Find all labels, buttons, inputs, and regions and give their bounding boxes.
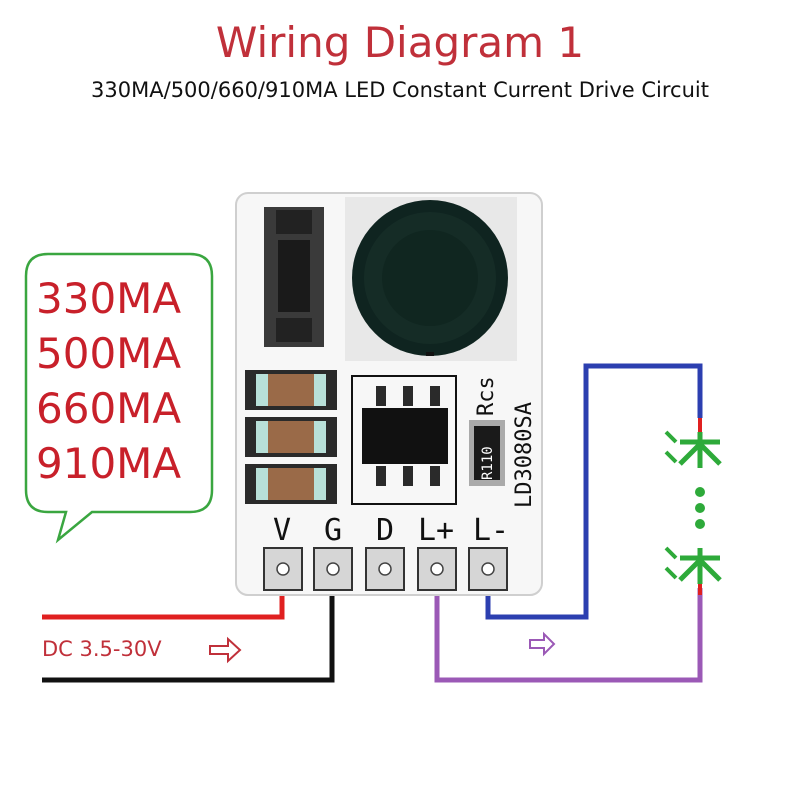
capacitor <box>245 417 337 457</box>
current-option: 660MA <box>36 384 181 433</box>
capacitor <box>245 370 337 410</box>
led-diode-icon <box>664 430 722 468</box>
led-minus-wire <box>485 363 703 620</box>
solder-pad <box>417 547 457 591</box>
led-ellipsis-dot <box>695 487 705 497</box>
model-silkscreen: LD3080SA <box>512 402 537 508</box>
solder-pad <box>365 547 405 591</box>
resistor-code: R110 <box>480 446 496 480</box>
capacitor <box>245 464 337 504</box>
power-input-label: DC 3.5-30V <box>42 637 162 661</box>
solder-pad <box>313 547 353 591</box>
diagram-subtitle: 330MA/500/660/910MA LED Constant Current… <box>91 78 709 102</box>
current-option: 500MA <box>36 329 181 378</box>
power-inductor <box>352 200 508 356</box>
silkscreen-mark <box>426 352 434 356</box>
ic-outline <box>351 375 457 505</box>
led-diode-icon <box>664 546 722 584</box>
pin-label-g: G <box>324 513 342 548</box>
schottky-diode <box>264 207 324 347</box>
pin-label-v: V <box>273 513 291 548</box>
pin-label-l-minus: L- <box>473 513 509 548</box>
pin-label-l-plus: L+ <box>418 513 454 548</box>
driver-pcb: R110 Rcs LD3080SA V G D L+ L- <box>235 192 543 596</box>
solder-pad <box>263 547 303 591</box>
current-option: 330MA <box>36 274 181 323</box>
sense-resistor: R110 <box>469 420 505 486</box>
pin-label-d: D <box>376 513 394 548</box>
current-options-bubble <box>24 252 214 544</box>
solder-pad <box>468 547 508 591</box>
hollow-right-arrow-icon <box>209 636 242 664</box>
led-plus-wire <box>434 578 703 683</box>
ground-wire <box>42 578 335 683</box>
led-ellipsis-dot <box>695 519 705 529</box>
current-option: 910MA <box>36 439 181 488</box>
hollow-right-arrow-icon <box>529 631 556 657</box>
driver-ic <box>362 386 448 486</box>
rcs-silkscreen: Rcs <box>474 376 499 416</box>
diagram-title: Wiring Diagram 1 <box>215 18 585 67</box>
led-ellipsis-dot <box>695 503 705 513</box>
